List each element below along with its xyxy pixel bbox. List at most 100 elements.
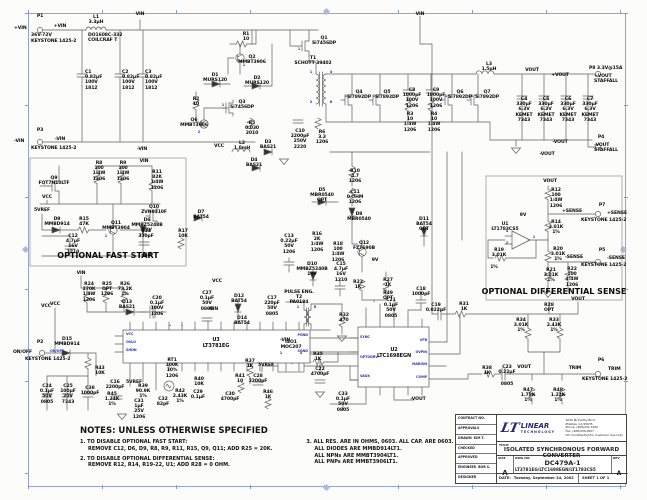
port-p2-label: P2 [36, 340, 44, 345]
label-q6: Q6 MMBT3906 [180, 118, 208, 129]
label-1: 1 [532, 235, 536, 239]
label--vout: -VOUT [552, 140, 568, 145]
label-r18: R18 100 1/4W 1206 [331, 242, 345, 263]
label-2: 2 [309, 100, 313, 104]
label-r28: R28 OPT [543, 303, 555, 314]
lt-logo-glyph: LT [499, 420, 521, 436]
label-c28: C28 2200pF [248, 374, 268, 385]
label-r8: R8 100 1/4W 1206 [92, 161, 106, 182]
label-d6: D6 MMBZ5248B 18V [131, 218, 163, 234]
optional-differential-sense-box [485, 175, 623, 301]
label-r23: R23 1K [353, 280, 363, 291]
label-pulse: PULSE ENG. T2 PA0184 [284, 290, 314, 306]
company-name-2: TECHNOLOGY [520, 430, 555, 435]
feedback-row [431, 301, 579, 375]
label-r35: R35 1K [313, 352, 323, 363]
label-r14: R14 3.01K 1% [548, 220, 564, 236]
label-r1: R1 10 [242, 32, 250, 43]
company-name: LINEAR [520, 422, 550, 431]
label-36v-72v: 36V-72V [31, 33, 52, 38]
label-c13: C13 0.22µF 50V 1206 [280, 234, 298, 255]
optional-differential-sense-caption: OPTIONAL DIFFERENTIAL SENSE [481, 287, 627, 296]
optional-fast-start-caption: OPTIONAL FAST START [57, 251, 159, 260]
ic-u2-box [357, 326, 430, 388]
label-r25: R25 OPT 1206 [100, 282, 114, 298]
label-4: 4 [505, 229, 509, 233]
label-c17: C17 220pF 50V 0805 [264, 296, 280, 317]
label--sense: -SENSE [607, 256, 626, 261]
date-cell: DATE:Tuesday, September 24, 2002 [497, 474, 579, 483]
port-p8-label: P8 3.3V@15A [589, 66, 623, 71]
label-r49: R49 OPT [382, 291, 394, 302]
ic-u3-label: U3 LT3781EG [202, 337, 230, 349]
note-item-1: 1. TO DISABLE OPTIONAL FAST START:REMOVE… [80, 439, 292, 453]
contract-no-row: CONTRACT NO. [456, 415, 496, 425]
label-q12: Q12 FZT690B [353, 241, 375, 252]
approved-row: APPROVED [456, 454, 496, 465]
label-trim: TRIM [608, 367, 621, 372]
label-c16: C16 2200pF [105, 380, 125, 391]
port-p4-label: P4 [597, 135, 605, 140]
label-c22: C22 4700pF [310, 367, 330, 378]
label-r3: R3 10 1/4W 1206 [403, 112, 417, 133]
label-q11: Q11 MMBT3904 [102, 221, 130, 232]
label-3: 3 [355, 246, 359, 250]
note-2-title: 2. TO DISABLE OPTIONAL DIFFERENTIAL SENS… [80, 455, 215, 462]
label-r38: R38 1K [482, 366, 492, 377]
label-vfb: VFB [419, 338, 427, 342]
label-on/off: ON/OFF [13, 350, 33, 355]
label-q5: Q5 Si7892DP [374, 90, 400, 101]
label-c12: C12 4.7µF 16V 1210 [65, 234, 81, 255]
label-r48: R48 1.24K 1% [550, 388, 566, 404]
input-rails [42, 19, 319, 143]
label-1: 1 [309, 70, 313, 74]
label-vin: VIN [135, 12, 145, 17]
label-c9: C9 1000pF 100V 1206 [426, 88, 446, 109]
port-p3-label: P3 [36, 128, 44, 133]
u2-pin-stubs [349, 318, 438, 396]
approvals-row: APPROVALS [456, 425, 496, 435]
label-c30: C30 4700pF [220, 392, 240, 403]
label-keystone: KEYSTONE 1425-2 [581, 263, 627, 268]
label-ovpin: OVPIN [415, 350, 428, 354]
inductor-l3 [475, 70, 495, 75]
label-q3: Q3 Si7456DP [229, 100, 255, 111]
label-r9: R9 100 1/4W 1206 [116, 161, 130, 182]
label-rt1: RT1 100K 10% 1206 [165, 358, 179, 379]
label-r34: R34 3.01K 1% [513, 318, 529, 334]
label-c6: C6 330µF 6.3V KEMET 7343 [559, 97, 577, 123]
label-on/off: ON/OFF [50, 349, 64, 353]
company-address: 1630 McCarthy Blvd. Milpitas, CA 95035 P… [565, 418, 623, 437]
label-+sense: +SENSE [562, 209, 582, 214]
label-q6: Q6 Si7892DP [447, 90, 473, 101]
label-c27: C27 0.1µF 50V 0805 [199, 291, 215, 312]
label-: ▴ [181, 323, 183, 327]
label-1: 1% [490, 265, 498, 270]
label-r24: R24 270K 1/4W 1206 [82, 282, 96, 303]
note-3-line1: 3. ALL RES. ARE IN OHMS, 0603. ALL CAP. … [306, 439, 454, 445]
label-ovlo: OVLO [126, 340, 136, 344]
label-+vin: +VIN [14, 26, 27, 31]
label-r42: R42 2.43K 1% [172, 389, 188, 405]
label-1: 1 [297, 47, 301, 51]
drawing-title: ISOLATED SYNCHRONOUS FORWARD CONVERTER [503, 447, 620, 460]
label-1: 1 [444, 94, 448, 98]
fast-start-wires [39, 165, 161, 257]
label-c15: C15 4.7µF 16V 1210 [333, 262, 349, 283]
label-c29: C29 0.1µF [190, 390, 206, 401]
ic-u2-label: U2 LTC1698EGN [376, 347, 412, 359]
label-1: 1 [279, 351, 283, 355]
label-c11: C11 0 OHM 1206 [346, 190, 364, 206]
port-p7-label: P7 [598, 203, 606, 208]
secondary-wires [325, 73, 596, 148]
label-r45: R45 1.24K 1% [104, 392, 120, 408]
label-r12: R12 100 1/4W 1206 [549, 188, 563, 209]
label-1: 1 [104, 234, 108, 238]
label-keystone: KEYSTONE 1425-2 [31, 146, 77, 151]
label-keystone: KEYSTONE 1425-2 [581, 218, 627, 223]
date-row: DATE:Tuesday, September 24, 2002 SHEET 1… [497, 474, 626, 483]
